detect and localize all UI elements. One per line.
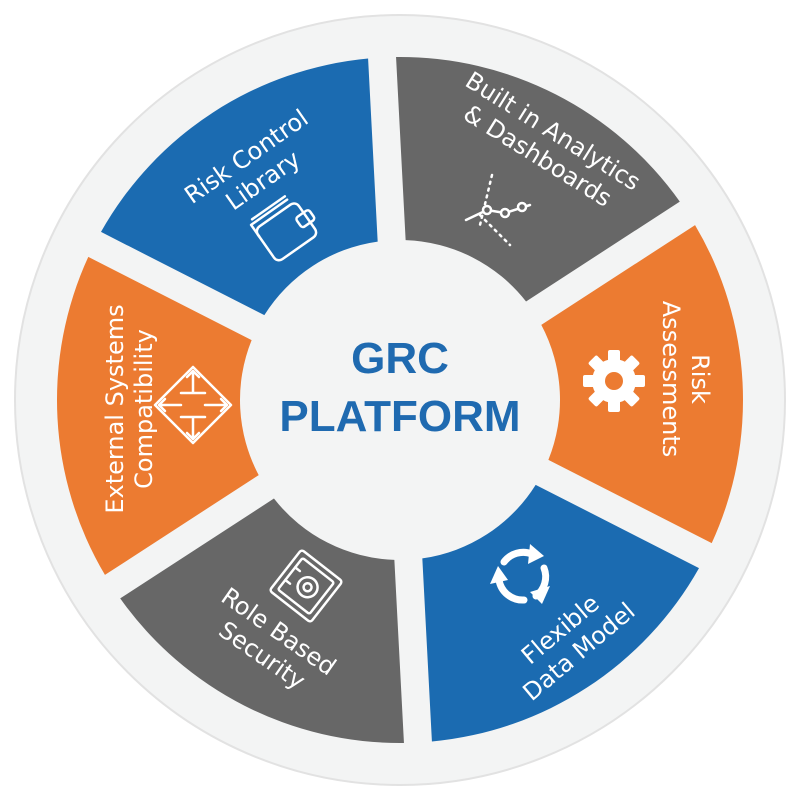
- segment-external-systems: [57, 256, 259, 575]
- center-title: GRC PLATFORM: [250, 330, 550, 446]
- label-line: Assessments: [657, 300, 685, 458]
- four-way-arrows-icon: [153, 365, 233, 445]
- segment-flexible-data-model: [422, 484, 700, 742]
- segment-role-based-security: [120, 498, 404, 743]
- gear-icon: [583, 350, 645, 412]
- label-line: Compatibility: [130, 329, 158, 489]
- refresh-cycle-icon: [490, 544, 550, 604]
- wallet-icon: [249, 195, 318, 262]
- center-circle: [246, 246, 554, 554]
- segment-label-external-systems: External Systems Compatibility: [101, 299, 159, 519]
- center-title-line2: PLATFORM: [279, 392, 521, 441]
- segment-analytics: [396, 57, 680, 302]
- label-line: Risk: [686, 354, 714, 404]
- label-line: External Systems: [101, 304, 129, 514]
- safe-vault-icon: [269, 549, 343, 623]
- segment-risk-control-library: [100, 58, 378, 316]
- center-title-line1: GRC: [351, 334, 449, 383]
- line-chart-icon: [464, 173, 532, 247]
- segment-label-risk-assessments: Risk Assessments: [656, 294, 714, 464]
